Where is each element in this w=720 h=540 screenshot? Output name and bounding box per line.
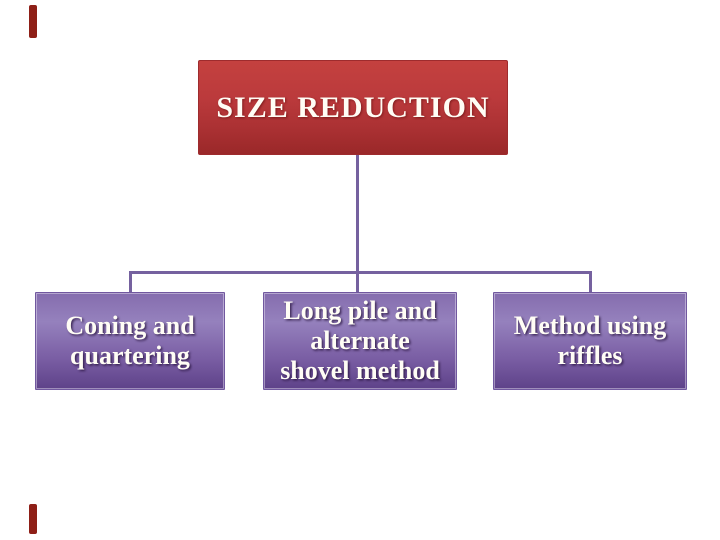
child-node-method-using-riffles: Method using riffles: [493, 292, 687, 390]
child-node-label-line: Method using: [513, 311, 667, 340]
left-edge-decor-bar-bottom: [29, 504, 37, 534]
connector-root-vertical-line: [356, 155, 359, 292]
child-node-label-line: alternate: [310, 326, 410, 355]
child-node-label-line: shovel method: [280, 356, 440, 385]
connector-stub-right: [589, 271, 592, 292]
connector-stub-left: [129, 271, 132, 292]
child-node-label-line: quartering: [70, 341, 190, 370]
child-node-coning-and-quartering: Coning and quartering: [35, 292, 225, 390]
left-edge-decor-bar-top: [29, 5, 37, 38]
root-node-label: SIZE REDUCTION: [216, 90, 490, 124]
child-node-label-line: Coning and: [65, 311, 195, 340]
child-node-long-pile-alternate-shovel: Long pile and alternate shovel method: [263, 292, 457, 390]
child-node-label-line: Long pile and: [283, 296, 437, 325]
child-node-label-line: riffles: [557, 341, 623, 370]
connector-horizontal-line: [129, 271, 592, 274]
root-node-size-reduction: SIZE REDUCTION: [198, 60, 508, 155]
